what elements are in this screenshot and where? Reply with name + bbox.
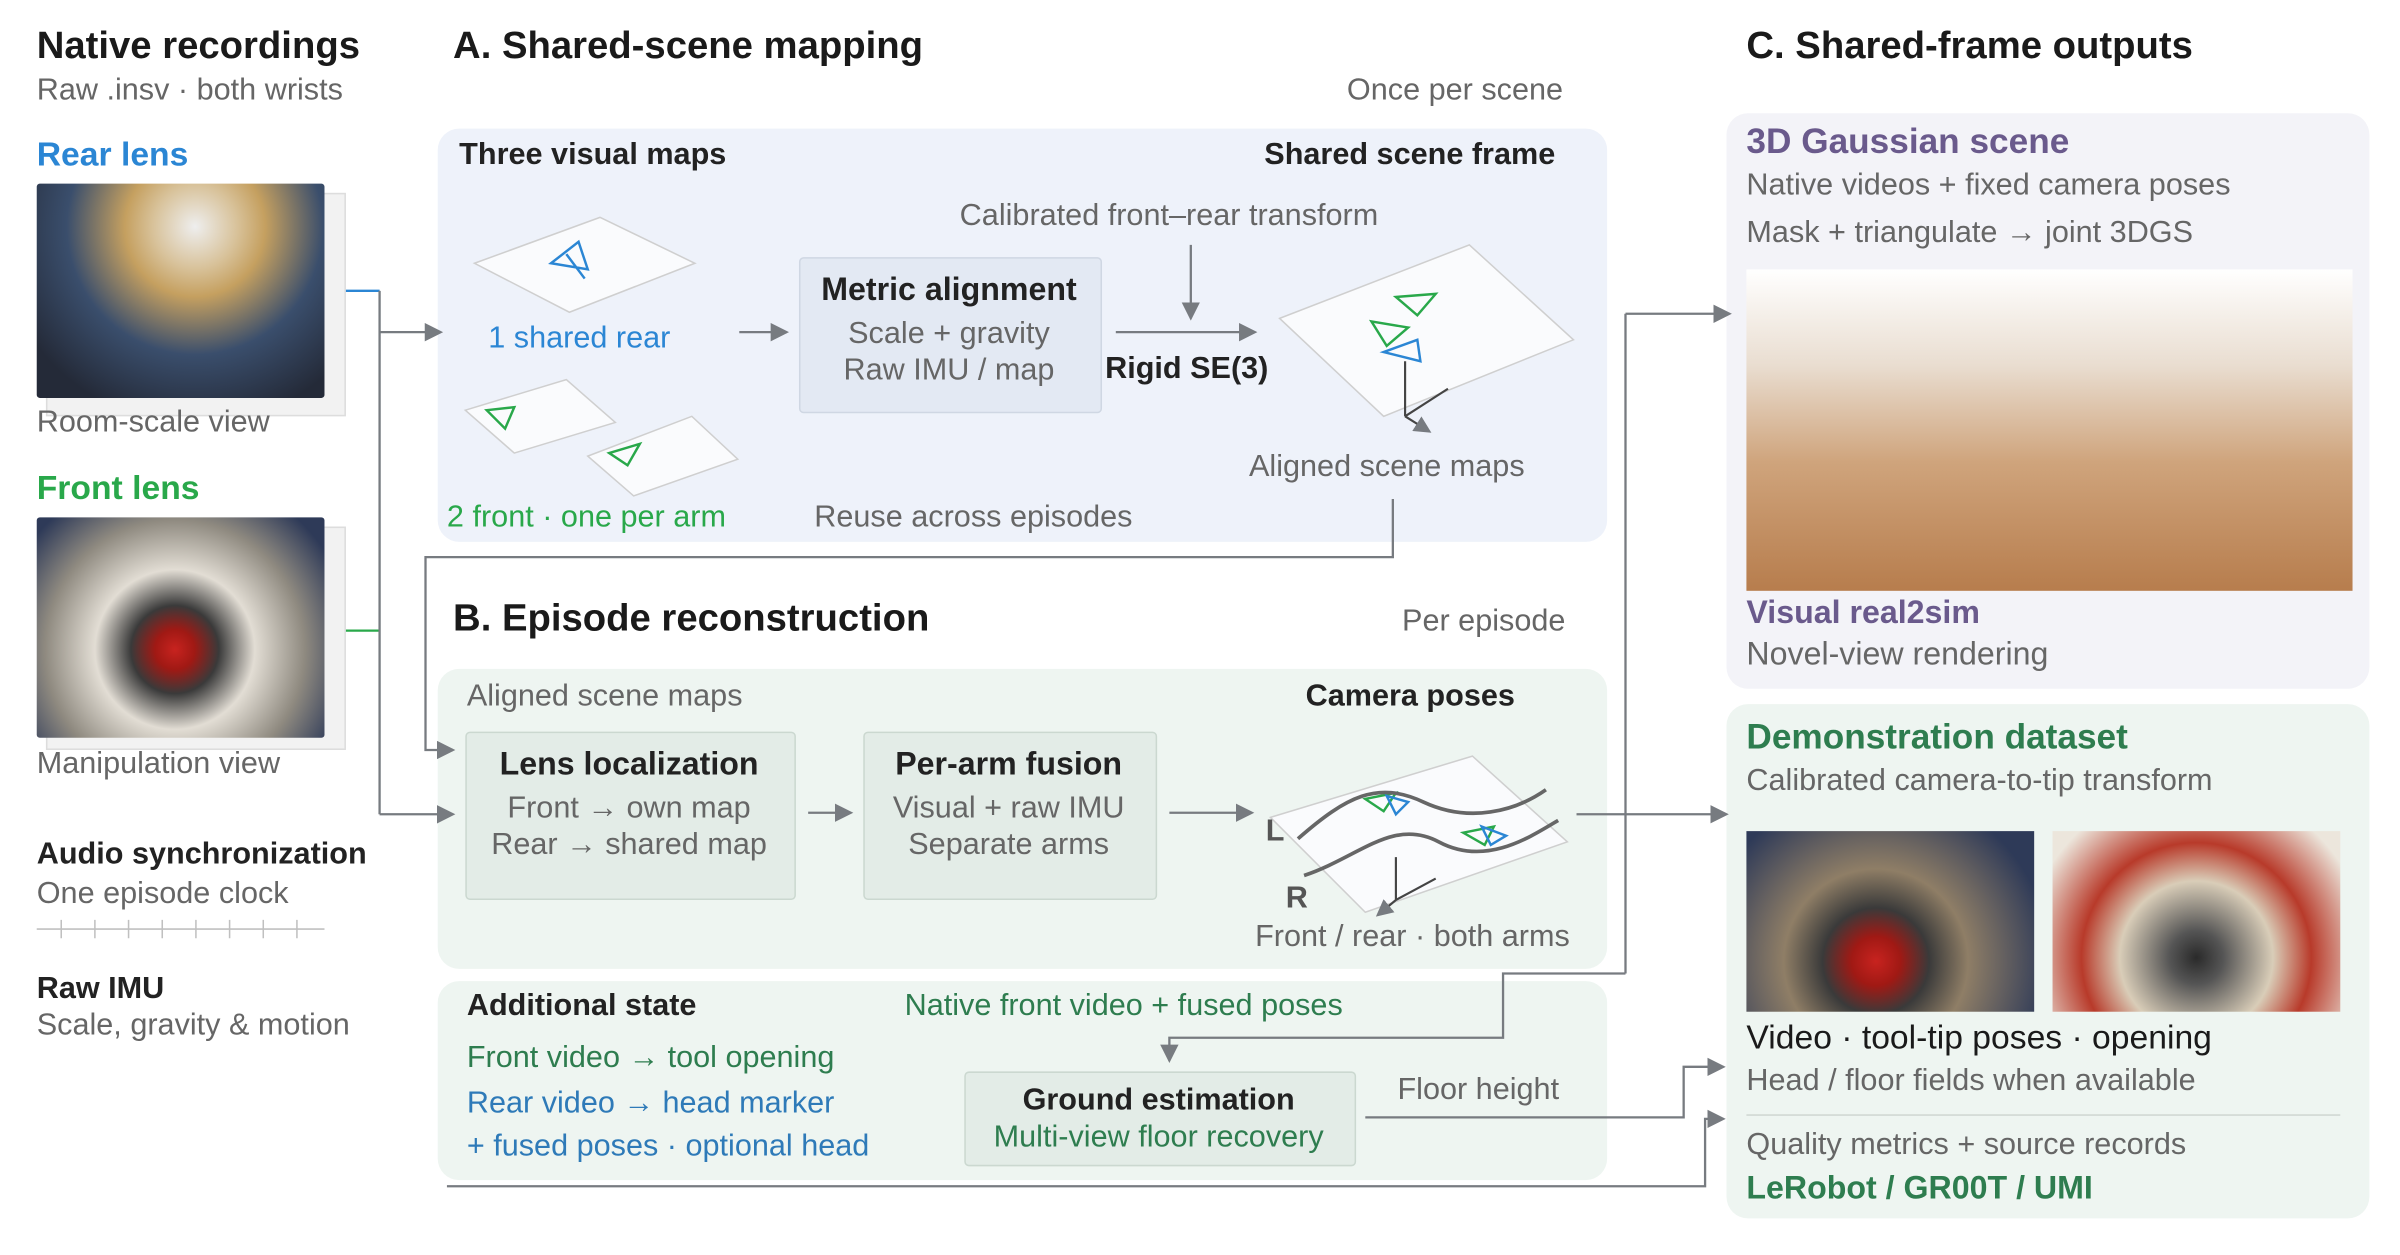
native-recordings-title: Native recordings [36, 24, 360, 68]
raw-imu-subtitle: Scale, gravity & motion [36, 1008, 350, 1043]
gaussian-line2: Mask + triangulate → joint 3DGS [1746, 215, 2194, 250]
floor-height-arrow [1365, 1057, 1726, 1119]
demo-frame-right [2052, 831, 2341, 1012]
section-b-title: B. Episode reconstruction [453, 596, 930, 640]
calibrated-transform-label: Calibrated front–rear transform [959, 198, 1379, 233]
visual-real2sim-label: Visual real2sim [1746, 595, 1980, 631]
raw-imu-title: Raw IMU [36, 971, 165, 1006]
head-floor-line: Head / floor fields when available [1746, 1063, 2196, 1098]
metric-alignment-line1: Scale + gravity [848, 316, 1050, 351]
fused-poses-line: + fused poses · optional head [466, 1129, 870, 1164]
rear-video-line: Rear video → head marker [466, 1086, 835, 1121]
metric-alignment-line2: Raw IMU / map [843, 353, 1055, 388]
native-recordings-subtitle: Raw .insv · both wrists [36, 73, 343, 108]
section-b-cadence: Per episode [1402, 604, 1566, 639]
rigid-se3-label: Rigid SE(3) [1105, 352, 1269, 386]
right-arm-label: R [1285, 881, 1308, 916]
front-lens-caption: Manipulation view [36, 746, 281, 781]
lens-localization-line2: Rear → shared map [491, 828, 767, 862]
rear-lens-label: Rear lens [36, 134, 189, 173]
floor-height-label: Floor height [1397, 1072, 1560, 1107]
trajectories [1296, 788, 1560, 878]
front-map-grid-1 [463, 378, 617, 454]
additional-to-dataset-arrow [446, 1109, 1726, 1188]
metric-alignment-box [798, 257, 1103, 414]
three-visual-maps-title: Three visual maps [459, 137, 727, 172]
aligned-maps-grid [1278, 244, 1575, 418]
gaussian-scene-title: 3D Gaussian scene [1746, 120, 2070, 161]
shared-scene-frame-title: Shared scene frame [1264, 137, 1556, 172]
front-map-grid-2 [586, 415, 740, 497]
per-arm-fusion-title: Per-arm fusion [895, 746, 1123, 783]
shared-rear-map-grid [472, 216, 697, 314]
per-arm-fusion-line2: Separate arms [908, 828, 1110, 862]
front-lens-photo [36, 517, 325, 738]
native-front-video-label: Native front video + fused poses [904, 988, 1343, 1023]
left-arm-label: L [1265, 814, 1285, 848]
left-arm-trajectory [1296, 788, 1547, 841]
section-a-title: A. Shared-scene mapping [453, 24, 923, 68]
lens-localization-line1: Front → own map [507, 791, 751, 825]
audio-sync-title: Audio synchronization [36, 837, 367, 871]
ground-estimation-title: Ground estimation [1022, 1083, 1295, 1118]
front-video-line: Front video → tool opening [466, 1040, 835, 1075]
metric-alignment-title: Metric alignment [821, 272, 1077, 308]
front-maps-label: 2 front · one per arm [446, 500, 726, 535]
export-formats-line: LeRobot / GR00T / UMI [1746, 1170, 2093, 1207]
lens-localization-title: Lens localization [499, 746, 759, 783]
rear-lens-caption: Room-scale view [36, 405, 270, 440]
section-c-title: C. Shared-frame outputs [1746, 24, 2193, 68]
reuse-label: Reuse across episodes [814, 500, 1133, 535]
camera-poses-title: Camera poses [1305, 679, 1515, 714]
ground-estimation-box [964, 1071, 1357, 1167]
section-a-cadence: Once per scene [1346, 73, 1564, 108]
aligned-to-episode-line [424, 498, 1394, 760]
demo-frame-left [1746, 831, 2035, 1012]
audio-clock-ticks [36, 919, 325, 939]
aligned-scene-maps-label: Aligned scene maps [1248, 449, 1525, 484]
episode-aligned-maps-label: Aligned scene maps [466, 679, 743, 714]
novel-view-label: Novel-view rendering [1746, 636, 2049, 672]
gaussian-scene-render [1746, 269, 2353, 591]
native-to-ground-line [1160, 972, 1626, 1064]
video-poses-opening-line: Video · tool-tip poses · opening [1746, 1017, 2212, 1057]
demonstration-dataset-subtitle: Calibrated camera-to-tip transform [1746, 763, 2213, 798]
additional-state-title: Additional state [466, 988, 697, 1023]
demonstration-dataset-title: Demonstration dataset [1746, 716, 2128, 757]
per-arm-fusion-line1: Visual + raw IMU [892, 791, 1125, 825]
right-arm-trajectory [1303, 818, 1560, 878]
quality-metrics-line: Quality metrics + source records [1746, 1128, 2187, 1162]
per-arm-fusion-box [863, 731, 1158, 900]
demo-divider [1746, 1114, 2341, 1116]
rear-lens-photo [36, 183, 325, 398]
ground-estimation-subtitle: Multi-view floor recovery [993, 1120, 1324, 1155]
lens-localization-box [465, 731, 796, 900]
poses-caption: Front / rear · both arms [1255, 919, 1570, 954]
front-lens-label: Front lens [36, 468, 200, 507]
shared-rear-label: 1 shared rear [488, 321, 671, 356]
gaussian-line1: Native videos + fixed camera poses [1746, 168, 2231, 203]
audio-sync-subtitle: One episode clock [36, 877, 289, 911]
